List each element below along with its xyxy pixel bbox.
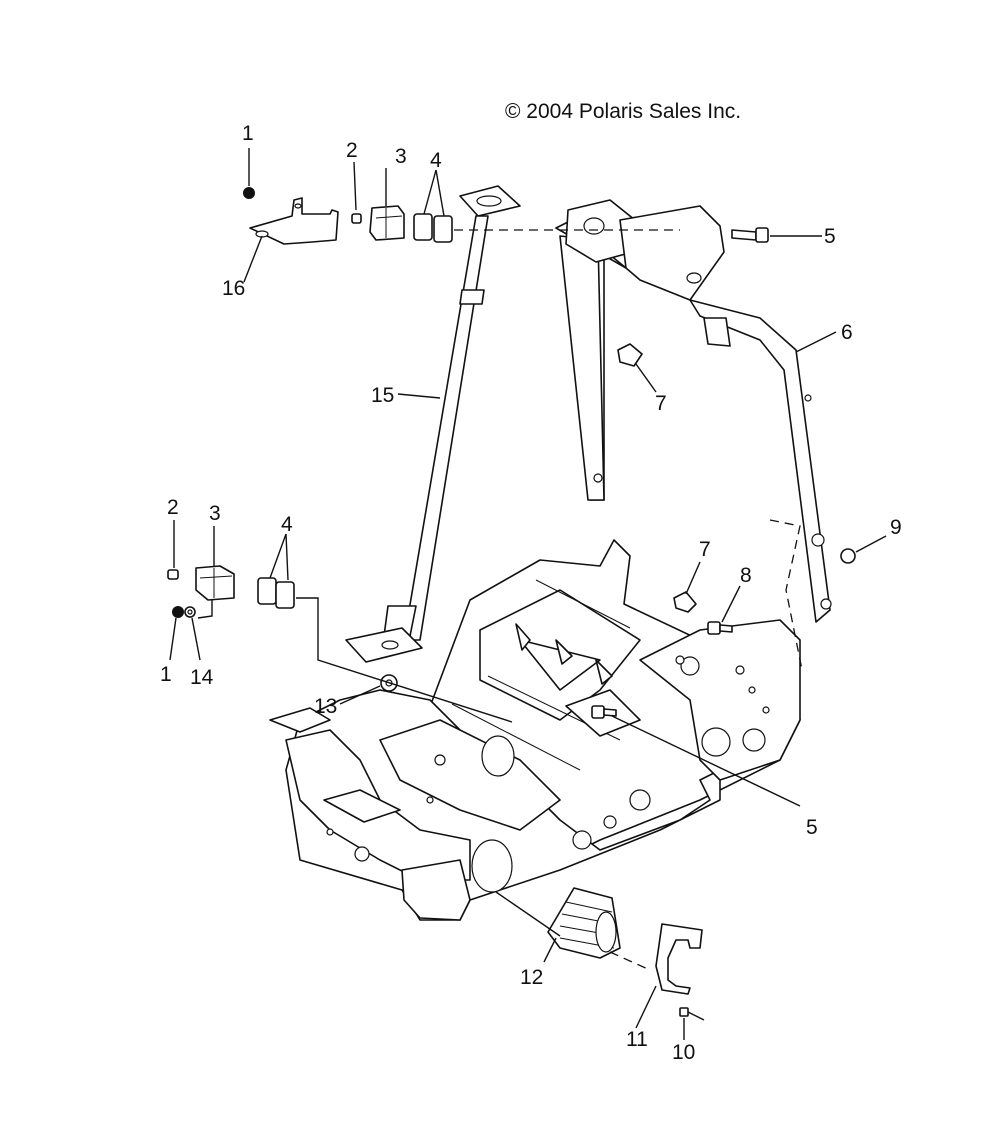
nut-icon xyxy=(243,187,255,199)
callout-8: 8 xyxy=(740,564,752,587)
callout-9: 9 xyxy=(890,516,902,539)
retaining-bracket xyxy=(655,923,703,995)
bushing-lower xyxy=(257,577,295,609)
bolt-icon xyxy=(591,705,617,719)
callout-12: 12 xyxy=(520,966,543,989)
nut-icon xyxy=(172,606,184,618)
callout-2-upper: 2 xyxy=(346,139,358,162)
copyright-text: © 2004 Polaris Sales Inc. xyxy=(505,100,741,123)
callout-10: 10 xyxy=(672,1041,695,1064)
callout-16: 16 xyxy=(222,277,245,300)
boot-cover xyxy=(547,887,621,959)
callout-11: 11 xyxy=(626,1028,648,1051)
screw-icon xyxy=(167,569,179,580)
bolt-icon xyxy=(707,621,733,635)
callout-1-upper: 1 xyxy=(242,122,254,145)
callout-15: 15 xyxy=(371,384,394,407)
callout-6: 6 xyxy=(841,321,853,344)
upper-bracket xyxy=(249,197,339,245)
callout-5-upper: 5 xyxy=(824,225,836,248)
steering-column xyxy=(345,185,521,663)
clamp-lower xyxy=(195,565,235,601)
callout-4-upper: 4 xyxy=(430,149,442,172)
callout-3-upper: 3 xyxy=(395,145,407,168)
screw-icon xyxy=(351,213,362,224)
washer-icon xyxy=(184,606,196,618)
bushing-upper xyxy=(413,213,453,243)
clip-icon xyxy=(617,343,643,367)
roll-bar-frame xyxy=(555,199,832,623)
bolt-icon xyxy=(731,227,769,243)
callout-14: 14 xyxy=(190,666,214,689)
callout-3-lower: 3 xyxy=(209,502,221,525)
callout-5-lower: 5 xyxy=(806,816,818,839)
callout-1-lower: 1 xyxy=(160,663,172,686)
clip-icon xyxy=(673,591,697,613)
clamp-upper xyxy=(369,205,405,241)
callout-13: 13 xyxy=(314,695,337,718)
nut-icon xyxy=(840,548,856,564)
callout-2-lower: 2 xyxy=(167,496,179,519)
callout-7-lower: 7 xyxy=(699,538,711,561)
leader-lines xyxy=(169,148,887,1040)
main-chassis-frame xyxy=(269,539,801,921)
screw-icon xyxy=(679,1007,705,1021)
callout-7-upper: 7 xyxy=(655,392,667,415)
callout-4-lower: 4 xyxy=(281,513,293,536)
